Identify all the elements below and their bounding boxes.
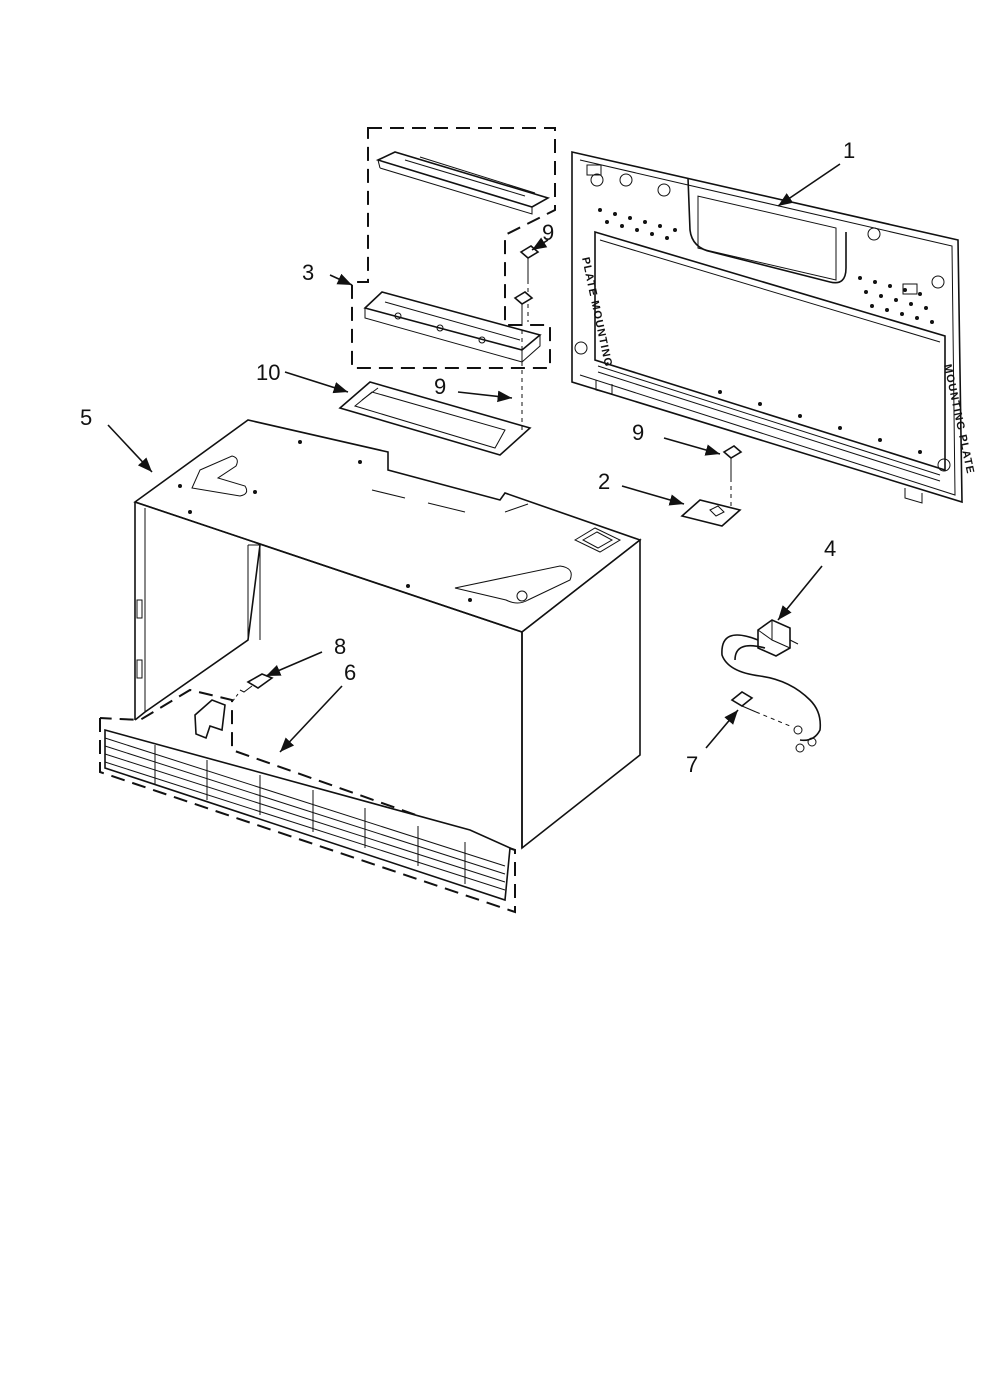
callout-10: 10 [256, 360, 280, 385]
callout-8: 8 [334, 634, 346, 659]
callout-9-middle: 9 [434, 374, 446, 399]
callout-labels: 1 2 3 4 5 6 7 8 9 9 9 10 [80, 138, 855, 777]
plate-hole-pattern [598, 208, 934, 454]
cabinet-shell [133, 419, 642, 850]
callout-9-top: 9 [542, 220, 554, 245]
mounting-plate: PLATE MOUNTING MOUNTING PLATE [571, 150, 976, 504]
callout-3: 3 [302, 260, 314, 285]
screw-middle [513, 291, 534, 430]
vent-grille [99, 688, 516, 914]
callout-9-lower: 9 [632, 420, 644, 445]
grille-screw [231, 673, 274, 703]
duct-gasket [338, 381, 532, 456]
harness-screw [730, 691, 791, 727]
screw-lower [722, 445, 743, 506]
callout-2: 2 [598, 469, 610, 494]
screw-top [519, 245, 540, 322]
callout-1: 1 [843, 138, 855, 163]
callout-4: 4 [824, 536, 836, 561]
duct-assembly-group [351, 127, 556, 369]
callout-6: 6 [344, 660, 356, 685]
callout-5: 5 [80, 405, 92, 430]
bracket [680, 499, 742, 527]
callout-7: 7 [686, 752, 698, 777]
thermal-cutout [721, 619, 822, 753]
leader-lines [107, 163, 841, 753]
